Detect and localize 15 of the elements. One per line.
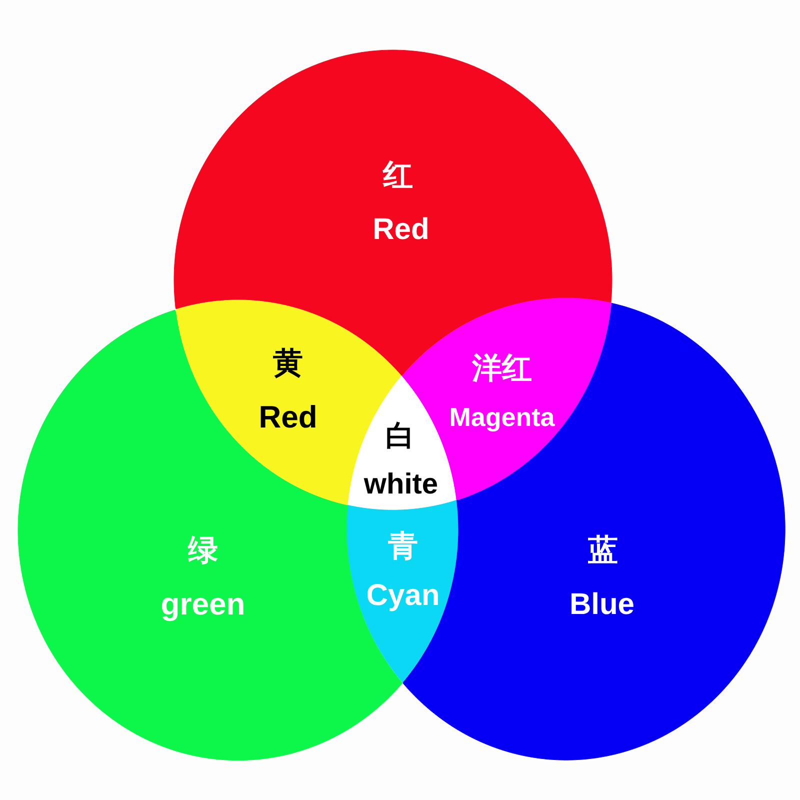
english-label: green [160,588,246,620]
chinese-label: 蓝 [588,536,618,566]
english-label: Magenta [449,404,555,430]
chinese-label: 黄 [272,348,303,379]
overlap-region [347,500,458,683]
english-label: Cyan [366,580,440,611]
english-label: Red [258,401,318,432]
english-label: white [364,470,438,500]
chinese-label: 白 [385,422,414,452]
english-label: Red [372,215,430,245]
chinese-label: 洋红 [472,354,532,384]
chinese-label: 绿 [188,536,218,566]
chinese-label: 红 [382,161,413,191]
english-label: Blue [569,590,634,620]
chinese-label: 青 [388,532,418,562]
